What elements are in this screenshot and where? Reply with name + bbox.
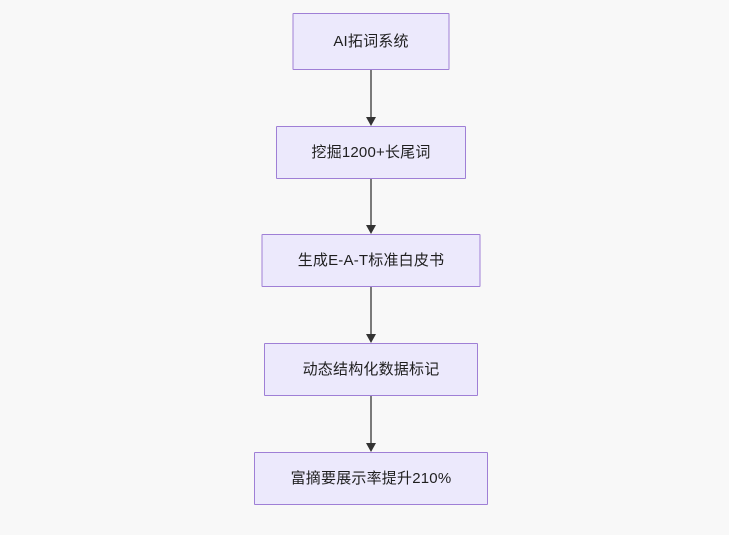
flow-edge-n1-n2 [365, 70, 377, 126]
flow-node-3[interactable]: 生成E-A-T标准白皮书 [261, 234, 481, 287]
arrow-head-icon [366, 225, 376, 234]
flow-edge-n2-n3 [365, 179, 377, 234]
edge-line [370, 287, 372, 334]
arrow-head-icon [366, 443, 376, 452]
edge-line [370, 70, 372, 117]
flow-node-label: AI拓词系统 [333, 32, 409, 50]
flow-node-label: 生成E-A-T标准白皮书 [297, 251, 445, 269]
edge-line [370, 396, 372, 443]
arrow-head-icon [366, 117, 376, 126]
flow-node-2[interactable]: 挖掘1200+长尾词 [276, 126, 466, 179]
flow-node-4[interactable]: 动态结构化数据标记 [264, 343, 478, 396]
edge-line [370, 179, 372, 225]
arrow-head-icon [366, 334, 376, 343]
flow-edge-n4-n5 [365, 396, 377, 452]
flow-node-label: 富摘要展示率提升210% [290, 469, 452, 487]
flow-node-5[interactable]: 富摘要展示率提升210% [254, 452, 488, 505]
flow-edge-n3-n4 [365, 287, 377, 343]
flow-node-1[interactable]: AI拓词系统 [292, 13, 450, 70]
flow-node-label: 挖掘1200+长尾词 [311, 143, 431, 161]
flow-node-label: 动态结构化数据标记 [302, 360, 440, 378]
